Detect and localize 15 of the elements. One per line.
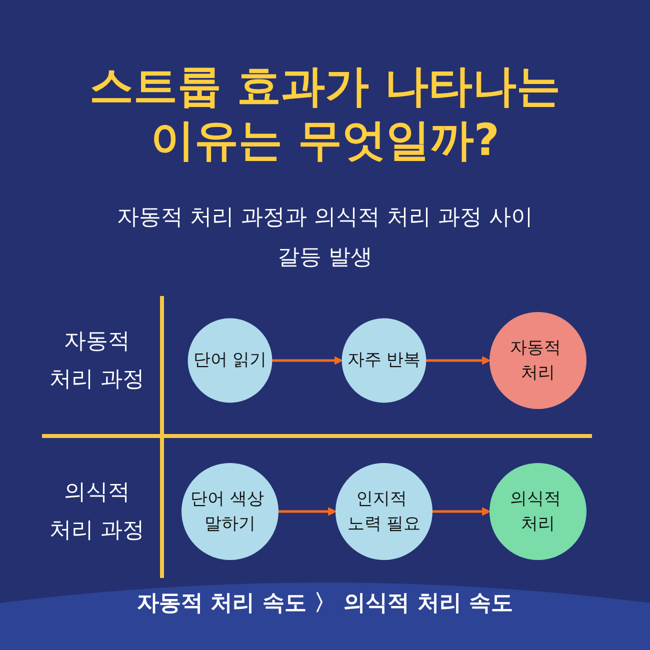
row-label: 의식적 처리 과정 xyxy=(48,478,146,544)
node-circle: 단어 읽기 xyxy=(188,318,272,403)
row-label: 자동적 처리 과정 xyxy=(48,328,146,394)
node-circle: 자주 반복 xyxy=(342,318,426,403)
node-circle: 인지적 노력 필요 xyxy=(336,463,432,560)
arrow xyxy=(432,507,490,516)
node-circle: 자동적 처리 xyxy=(490,312,586,409)
arrow xyxy=(278,507,336,516)
arrow xyxy=(426,356,490,365)
comparison-text: 자동적 처리 속도 〉 의식적 처리 속도 xyxy=(136,590,514,618)
title: 스트룹 효과가 나타나는 이유는 무엇일까? xyxy=(88,60,562,168)
subtitle: 자동적 처리 과정과 의식적 처리 과정 사이 갈등 발생 xyxy=(116,204,534,272)
arrow xyxy=(272,356,343,365)
node-circle: 의식적 처리 xyxy=(490,463,586,560)
node-circle: 단어 색상 말하기 xyxy=(182,463,278,560)
